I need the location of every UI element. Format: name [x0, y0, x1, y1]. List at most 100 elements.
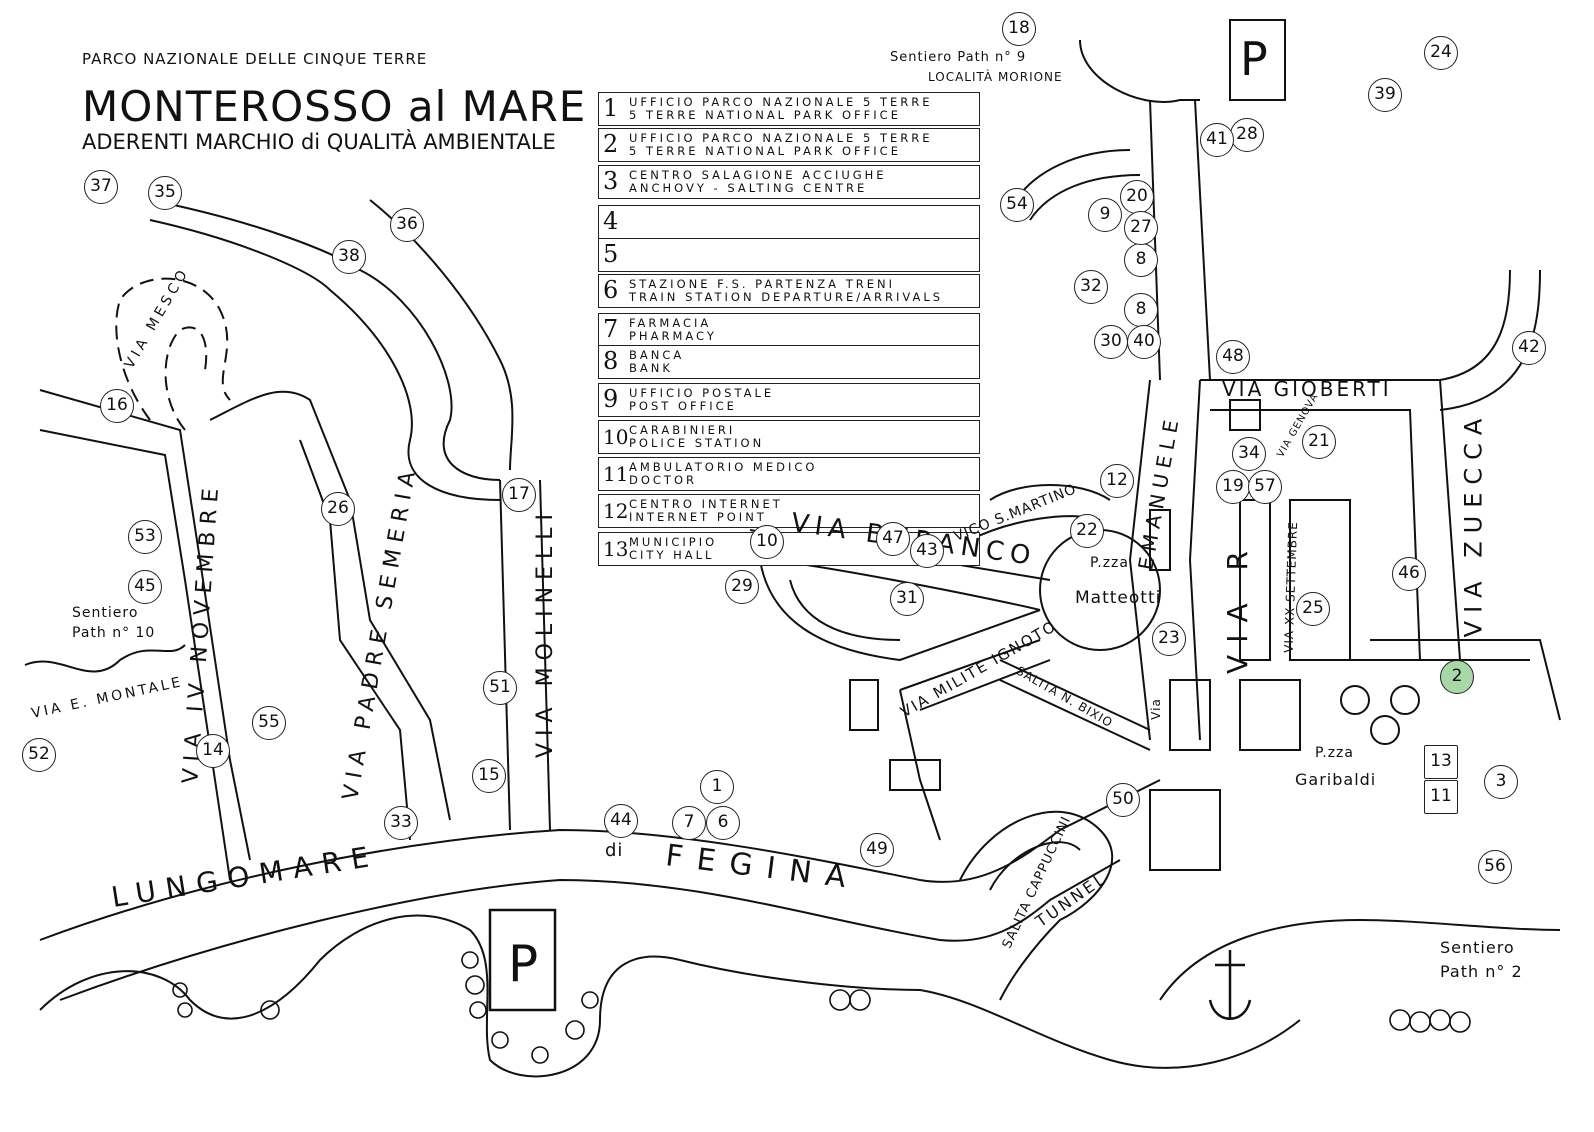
legend-line1: CENTRO INTERNET — [629, 497, 783, 511]
legend-line1: UFFICIO POSTALE — [629, 386, 775, 400]
legend-number: 4 — [603, 207, 619, 235]
map-pin-16[interactable]: 16 — [100, 389, 134, 423]
street-via: Via — [1148, 698, 1163, 720]
legend-item-4: 4 — [598, 205, 980, 239]
map-pin-3[interactable]: 3 — [1484, 765, 1518, 799]
legend-line2: ANCHOVY - SALTING CENTRE — [629, 181, 868, 195]
map-pin-21[interactable]: 21 — [1302, 425, 1336, 459]
legend-line1: UFFICIO PARCO NAZIONALE 5 TERRE — [629, 131, 933, 145]
map-pin-43[interactable]: 43 — [910, 534, 944, 568]
map-pin-36[interactable]: 36 — [390, 208, 424, 242]
subtitle: ADERENTI MARCHIO di QUALITÀ AMBIENTALE — [82, 130, 556, 154]
legend-line2: CITY HALL — [629, 548, 715, 562]
map-pin-54[interactable]: 54 — [1000, 188, 1034, 222]
map-pin-24[interactable]: 24 — [1424, 36, 1458, 70]
map-pin-52[interactable]: 52 — [22, 738, 56, 772]
map-pin-37[interactable]: 37 — [84, 170, 118, 204]
legend-number: 7 — [603, 315, 619, 343]
piazza-garibaldi-1: P.zza — [1315, 745, 1354, 761]
map-pin-13[interactable]: 13 — [1424, 745, 1458, 779]
map-pin-44[interactable]: 44 — [604, 804, 638, 838]
map-pin-18[interactable]: 18 — [1002, 12, 1036, 46]
map-pin-22[interactable]: 22 — [1070, 514, 1104, 548]
map-pin-34[interactable]: 34 — [1232, 437, 1266, 471]
map-pin-6[interactable]: 6 — [706, 806, 740, 840]
map-pin-47[interactable]: 47 — [876, 522, 910, 556]
legend-line1: STAZIONE F.S. PARTENZA TRENI — [629, 277, 895, 291]
legend-line2: POST OFFICE — [629, 399, 737, 413]
map-pin-15[interactable]: 15 — [472, 759, 506, 793]
map-pin-45[interactable]: 45 — [128, 570, 162, 604]
map-pin-38[interactable]: 38 — [332, 240, 366, 274]
map-pin-35[interactable]: 35 — [148, 176, 182, 210]
town-title: MONTEROSSO al MARE — [82, 82, 587, 131]
map-pin-27[interactable]: 27 — [1124, 211, 1158, 245]
map-pin-53[interactable]: 53 — [128, 520, 162, 554]
street-di: di — [605, 840, 624, 861]
map-pin-33[interactable]: 33 — [384, 806, 418, 840]
legend-item-5: 5 — [598, 238, 980, 272]
legend-line2: BANK — [629, 361, 673, 375]
map-pin-7[interactable]: 7 — [672, 806, 706, 840]
map-pin-28[interactable]: 28 — [1230, 118, 1264, 152]
map-pin-31[interactable]: 31 — [890, 582, 924, 616]
map-pin-48[interactable]: 48 — [1216, 340, 1250, 374]
map-pin-23[interactable]: 23 — [1152, 622, 1186, 656]
map-pin-49[interactable]: 49 — [860, 833, 894, 867]
map-pin-11[interactable]: 11 — [1424, 780, 1458, 814]
map-pin-25[interactable]: 25 — [1296, 592, 1330, 626]
map-pin-55[interactable]: 55 — [252, 706, 286, 740]
map-pin-10[interactable]: 10 — [750, 525, 784, 559]
legend-line2: TRAIN STATION DEPARTURE/ARRIVALS — [629, 290, 944, 304]
legend-number: 2 — [603, 130, 619, 158]
map-pin-29[interactable]: 29 — [725, 570, 759, 604]
legend-number: 11 — [603, 462, 629, 486]
map-pin-56[interactable]: 56 — [1478, 850, 1512, 884]
map-pin-50[interactable]: 50 — [1106, 783, 1140, 817]
legend-line2: POLICE STATION — [629, 436, 765, 450]
map-pin-51[interactable]: 51 — [483, 671, 517, 705]
map-pin-57[interactable]: 57 — [1248, 470, 1282, 504]
map-pin-32[interactable]: 32 — [1074, 270, 1108, 304]
map-pin-42[interactable]: 42 — [1512, 331, 1546, 365]
legend-number: 1 — [603, 94, 619, 122]
map-pin-30[interactable]: 30 — [1094, 325, 1128, 359]
legend-line1: MUNICIPIO — [629, 535, 718, 549]
map-pin-14[interactable]: 14 — [196, 734, 230, 768]
map-pin-17[interactable]: 17 — [502, 478, 536, 512]
legend-line1: CARABINIERI — [629, 423, 736, 437]
legend-line1: AMBULATORIO MEDICO — [629, 460, 818, 474]
parking-label-beach: P — [508, 935, 539, 993]
street-via-gioberti: VIA GIOBERTI — [1222, 377, 1392, 401]
map-pin-20[interactable]: 20 — [1120, 180, 1154, 214]
map-pin-8[interactable]: 8 — [1124, 243, 1158, 277]
map-pin-8b[interactable]: 8 — [1124, 293, 1158, 327]
map-pin-9[interactable]: 9 — [1088, 198, 1122, 232]
map-pin-39[interactable]: 39 — [1368, 78, 1402, 112]
street-via-zuecca: VIA ZUECCA — [1459, 410, 1488, 638]
map-pin-2[interactable]: 2 — [1440, 660, 1474, 694]
parking-label-top: P — [1240, 32, 1268, 86]
map-pin-46[interactable]: 46 — [1392, 557, 1426, 591]
legend-line2: INTERNET POINT — [629, 510, 767, 524]
street-molinelli: VIA MOLINELLI — [532, 507, 558, 758]
map-pin-41[interactable]: 41 — [1200, 123, 1234, 157]
map-pin-26[interactable]: 26 — [321, 492, 355, 526]
map-pin-19[interactable]: 19 — [1216, 470, 1250, 504]
map-pin-12[interactable]: 12 — [1100, 464, 1134, 498]
legend-number: 12 — [603, 499, 629, 523]
map-pin-1[interactable]: 1 — [700, 770, 734, 804]
map-pin-40[interactable]: 40 — [1127, 325, 1161, 359]
legend-line2: DOCTOR — [629, 473, 698, 487]
legend-number: 13 — [603, 537, 629, 561]
